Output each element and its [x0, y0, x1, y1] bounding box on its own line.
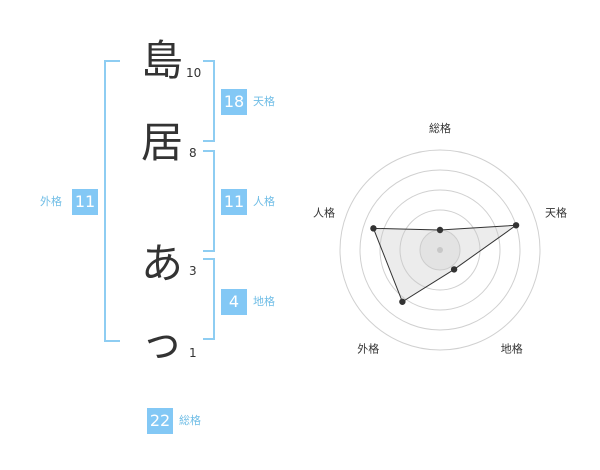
- radar-point-4: [399, 298, 406, 305]
- radar-area: [370, 222, 520, 305]
- name-char-4: っ: [141, 318, 184, 367]
- tenkaku-label: 天格: [253, 95, 275, 108]
- name-char-1: 島: [141, 36, 184, 85]
- chikaku-bracket: [203, 258, 215, 340]
- radar-axis-label-4: 外格: [357, 342, 379, 356]
- stroke-count-3: 3: [189, 264, 197, 278]
- tenkaku-bracket: [203, 60, 215, 142]
- stroke-count-4: 1: [189, 346, 197, 360]
- radar-grid-ring: [339, 149, 541, 351]
- radar-point-5: [370, 225, 377, 232]
- gaikaku-bracket: [104, 60, 120, 342]
- radar-grid-ring: [359, 169, 521, 331]
- jinkaku-value-badge: 11: [221, 189, 247, 215]
- radar-series-area: [372, 224, 518, 303]
- soukaku-value-badge: 22: [147, 408, 173, 434]
- radar-point-3: [450, 266, 458, 273]
- name-char-3: あ: [141, 239, 184, 288]
- chikaku-label: 地格: [253, 295, 275, 308]
- radar-grid-ring: [399, 209, 481, 291]
- radar-center-dot: [437, 247, 443, 253]
- stroke-count-1: 10: [186, 66, 202, 80]
- radar-axis-label-3: 地格: [501, 342, 523, 356]
- radar-point-1: [436, 226, 444, 234]
- soukaku-label: 総格: [179, 414, 201, 427]
- radar-axis-label-1: 総格: [429, 121, 451, 135]
- tenkaku-value-badge: 18: [221, 89, 247, 115]
- radar-grid-ring: [379, 189, 501, 311]
- gaikaku-label: 外格: [40, 195, 62, 208]
- stroke-count-2: 8: [189, 146, 197, 160]
- radar-axis-label-2: 天格: [545, 205, 567, 219]
- jinkaku-bracket: [203, 150, 215, 252]
- jinkaku-label: 人格: [253, 195, 275, 208]
- radar-axis-label-5: 人格: [313, 205, 335, 219]
- radar-point-2: [512, 222, 520, 229]
- name-char-2: 居: [141, 118, 184, 167]
- gaikaku-value-badge: 11: [72, 189, 98, 215]
- chikaku-value-badge: 4: [221, 289, 247, 315]
